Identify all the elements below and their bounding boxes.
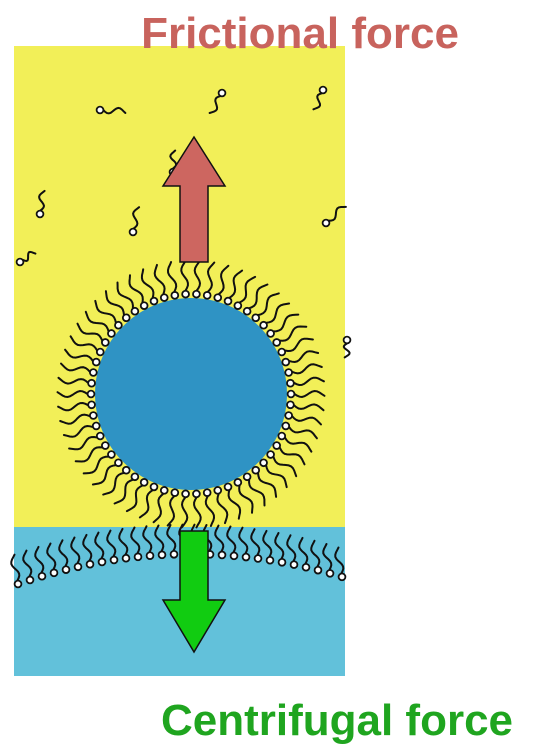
frictional-force-label: Frictional force [141,9,459,58]
centrifugal-force-label: Centrifugal force [161,696,513,745]
droplet [95,298,287,490]
